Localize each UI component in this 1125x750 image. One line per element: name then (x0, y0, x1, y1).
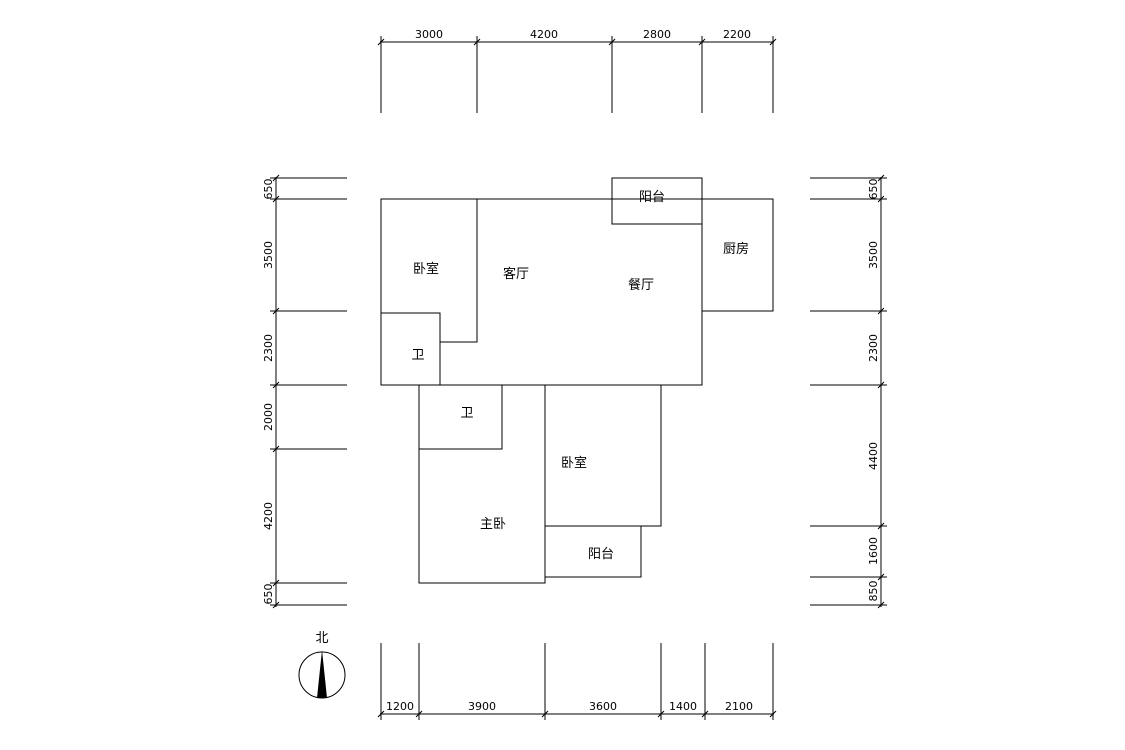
room-label-bath-west: 卫 (411, 348, 424, 363)
dimension-label: 3500 (262, 241, 275, 269)
dimension-tick (272, 195, 280, 203)
dimension-label: 650 (867, 179, 880, 200)
dimension-tick (377, 710, 385, 718)
dimension-label: 4200 (262, 502, 275, 530)
bedroom-nw-partition (440, 199, 478, 343)
bath-south-partition (419, 385, 503, 450)
dimension-label: 2200 (723, 28, 751, 41)
dimension-tick (608, 38, 616, 46)
dimension-tick (272, 601, 280, 609)
north-compass: 北 (298, 631, 346, 699)
room-label-bedroom-nw: 卧室 (413, 261, 439, 277)
dimension-tick (473, 38, 481, 46)
dimension-tick (877, 381, 885, 389)
dimension-tick (272, 174, 280, 182)
dimension-label: 3500 (867, 241, 880, 269)
room-label-master-bedroom: 主卧 (480, 517, 506, 532)
dimension-tick (769, 38, 777, 46)
bottom-dimension-chain: 1200 3900 3600 1400 2100 (377, 643, 777, 720)
dimension-tick (877, 601, 885, 609)
dimension-tick (769, 710, 777, 718)
dimension-label: 3600 (589, 700, 617, 713)
dimension-tick (541, 710, 549, 718)
dimension-tick (272, 579, 280, 587)
dimension-tick (657, 710, 665, 718)
bath-west-partition (381, 312, 441, 385)
room-label-kitchen: 厨房 (723, 241, 749, 257)
dimension-label: 850 (867, 581, 880, 602)
top-dimension-chain: 3000 4200 2800 2200 (377, 28, 777, 113)
lower-west-block-outline (418, 384, 546, 584)
compass-north-arrow-icon (317, 650, 327, 698)
dimension-label: 2000 (262, 403, 275, 431)
dimension-label: 3000 (415, 28, 443, 41)
dimension-label: 4200 (530, 28, 558, 41)
dimension-label: 1400 (669, 700, 697, 713)
room-label-balcony-south: 阳台 (588, 547, 614, 562)
dimension-label: 650 (262, 179, 275, 200)
dimension-label: 650 (262, 584, 275, 605)
dimension-tick (272, 445, 280, 453)
right-dimension-chain: 650 3500 2300 4400 1600 850 (810, 174, 887, 609)
dimension-label: 2300 (867, 334, 880, 362)
dimension-tick (415, 710, 423, 718)
room-labels: 卧室 客厅 餐厅 厨房 阳台 卫 卫 卧室 主卧 阳台 (411, 190, 749, 562)
left-dimension-chain: 650 3500 2300 2000 4200 650 (262, 174, 347, 609)
dimension-tick (701, 710, 709, 718)
room-label-balcony-north: 阳台 (639, 190, 665, 205)
room-label-bath-south: 卫 (460, 406, 473, 421)
dimension-label: 2100 (725, 700, 753, 713)
compass-north-label: 北 (315, 631, 328, 646)
walls (380, 177, 774, 584)
dimension-label: 1200 (386, 700, 414, 713)
dimension-label: 2800 (643, 28, 671, 41)
dimension-tick (698, 38, 706, 46)
room-label-dining-room: 餐厅 (628, 277, 654, 293)
dimension-label: 3900 (468, 700, 496, 713)
dimension-tick (877, 195, 885, 203)
dimension-label: 4400 (867, 442, 880, 470)
dimension-tick (877, 522, 885, 530)
dimension-label: 1600 (867, 537, 880, 565)
dimension-label: 2300 (262, 334, 275, 362)
room-label-bedroom-south: 卧室 (561, 455, 587, 471)
kitchen-outline (701, 198, 774, 312)
dimension-tick (877, 307, 885, 315)
dimension-tick (377, 38, 385, 46)
dimension-tick (272, 307, 280, 315)
dimension-tick (272, 381, 280, 389)
dimension-tick (877, 573, 885, 581)
dimension-tick (877, 174, 885, 182)
room-label-living-room: 客厅 (503, 266, 529, 282)
balcony-south-outline (544, 525, 642, 578)
